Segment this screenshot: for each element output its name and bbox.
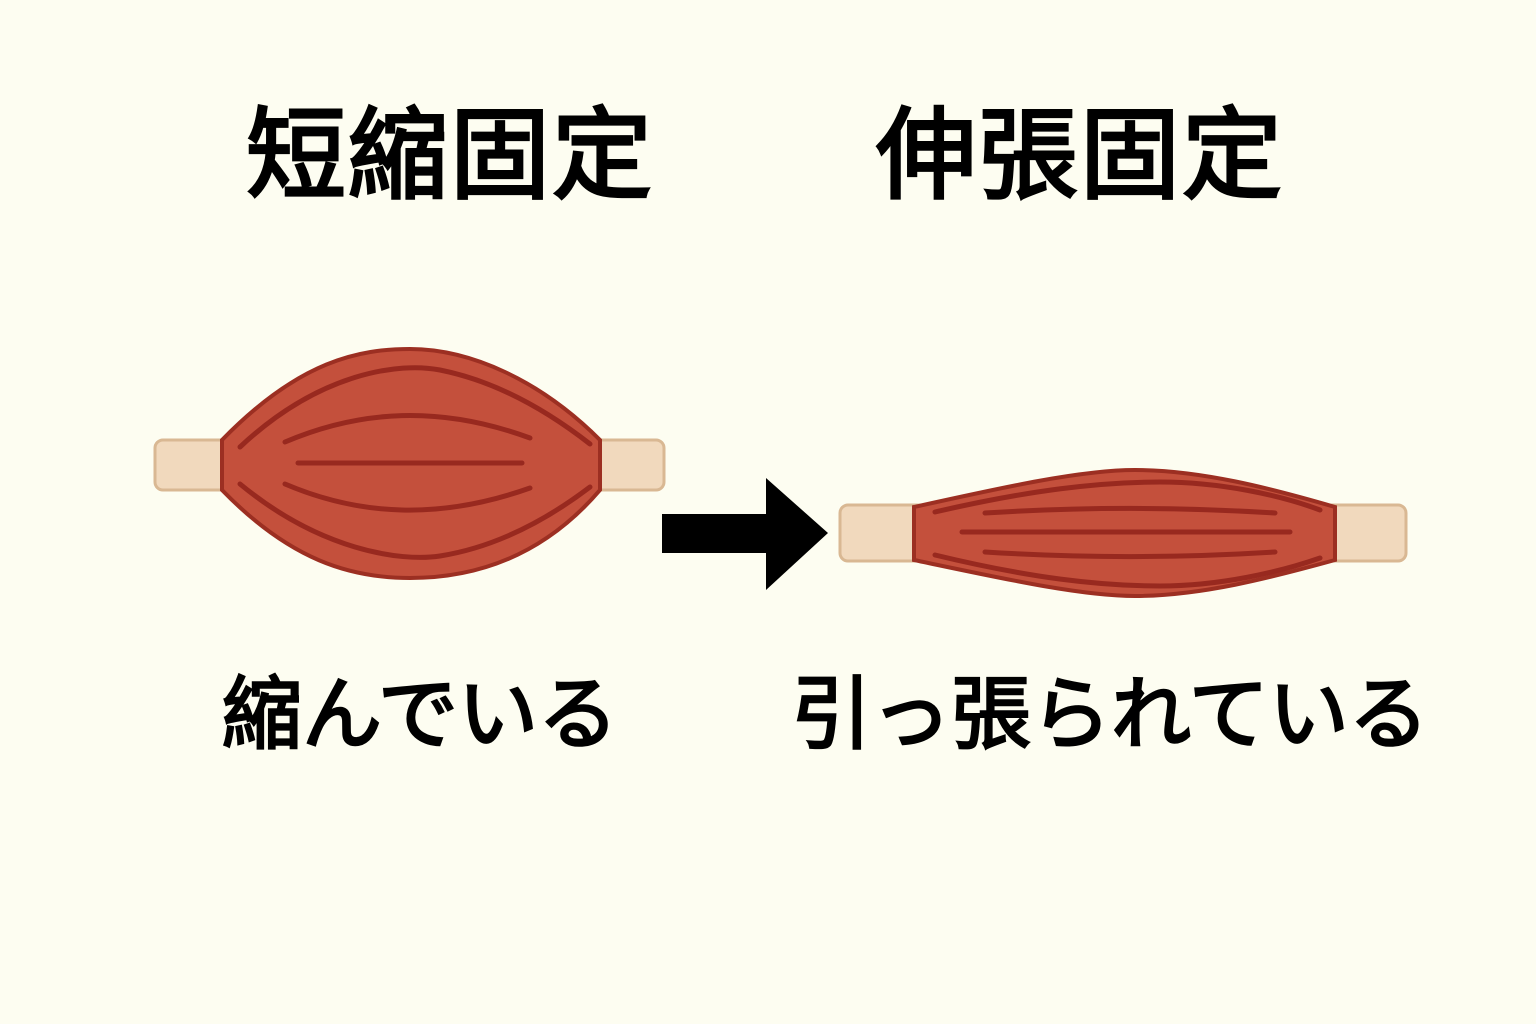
caption-contracted: 縮んでいる (222, 668, 618, 761)
right-muscle-fibers (932, 479, 1323, 589)
lengthened-muscle-illustration (838, 467, 1408, 599)
shortened-muscle-illustration (153, 346, 666, 581)
caption-stretched: 引っ張られている (791, 668, 1429, 761)
right-arrow-icon (662, 478, 828, 590)
title-lengthened-fixation: 伸張固定 (876, 97, 1284, 214)
left-muscle-fibers (237, 365, 593, 560)
title-shortened-fixation: 短縮固定 (246, 97, 654, 214)
